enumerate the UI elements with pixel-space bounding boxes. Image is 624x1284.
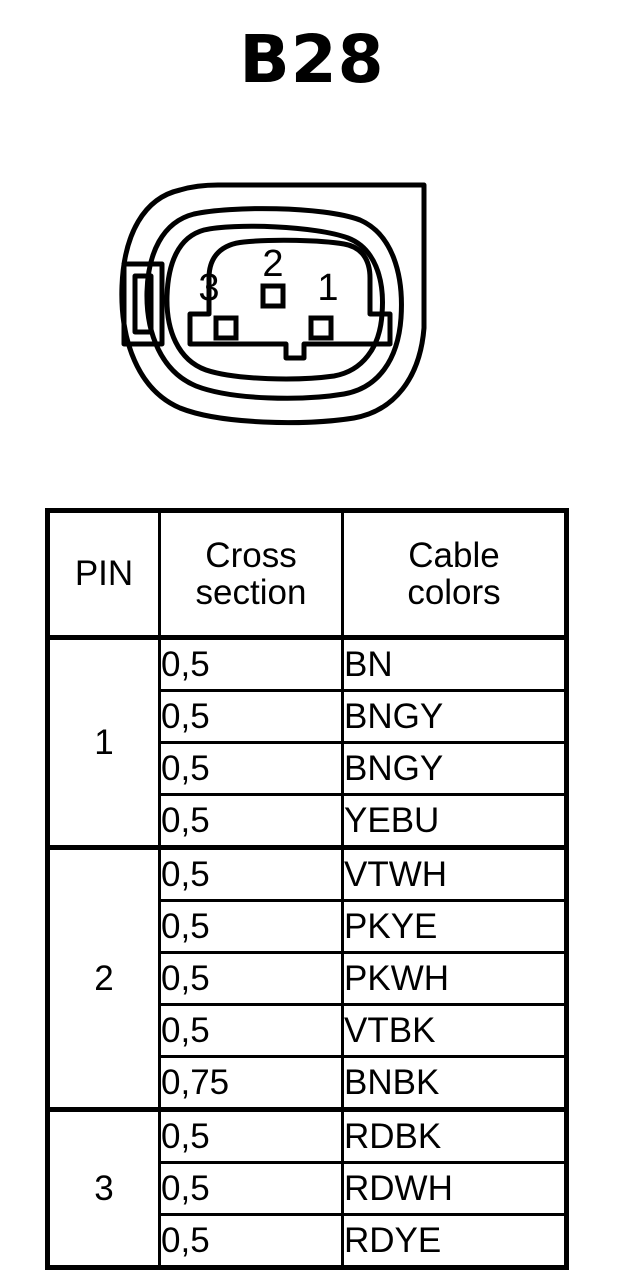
connector-latch-tab xyxy=(121,261,165,347)
header-cable-colors-line1: Cable xyxy=(408,535,500,575)
cross-section-cell: 0,5 xyxy=(158,845,344,902)
pin-number-cell: 1 xyxy=(46,635,161,849)
cable-color-cell: RDYE xyxy=(341,1213,568,1269)
cable-color-cell: RDWH xyxy=(341,1161,568,1216)
header-pin: PIN xyxy=(46,509,161,640)
cable-color-cell: RDBK xyxy=(341,1107,568,1164)
cable-color-cell: VTBK xyxy=(341,1003,568,1058)
table-header-row: PIN Cross section Cable colors xyxy=(46,509,568,640)
cable-color-cell: BNGY xyxy=(341,689,568,744)
connector-latch-slot xyxy=(132,273,154,335)
header-cross-section-line2: section xyxy=(195,573,307,612)
cross-section-cell: 0,5 xyxy=(158,635,344,692)
cross-section-cell: 0,5 xyxy=(158,1213,344,1269)
pin-hole-2 xyxy=(260,283,286,309)
pin-cavity xyxy=(187,237,393,361)
connector-middle-outline xyxy=(144,206,404,401)
cross-section-cell: 0,5 xyxy=(158,689,344,744)
cable-color-cell: BN xyxy=(341,635,568,692)
cross-section-cell: 0,5 xyxy=(158,899,344,954)
pin-number-cell: 3 xyxy=(46,1107,161,1269)
header-cross-section: Cross section xyxy=(158,509,344,640)
cross-section-cell: 0,5 xyxy=(158,1161,344,1216)
cable-color-cell: VTWH xyxy=(341,845,568,902)
header-cable-colors-line2: colors xyxy=(407,573,501,612)
header-cross-section-line1: Cross xyxy=(205,535,297,575)
cable-color-cell: YEBU xyxy=(341,793,568,849)
cross-section-cell: 0,5 xyxy=(158,793,344,849)
pin-label-2: 2 xyxy=(262,243,283,285)
pin-number-cell: 2 xyxy=(46,845,161,1111)
cross-section-cell: 0,5 xyxy=(158,951,344,1006)
cross-section-cell: 0,5 xyxy=(158,1107,344,1164)
pin-hole-1 xyxy=(308,315,334,341)
pin-hole-3 xyxy=(213,315,239,341)
pin-label-1: 1 xyxy=(317,267,338,309)
cable-color-cell: PKWH xyxy=(341,951,568,1006)
header-pin-label: PIN xyxy=(74,554,134,594)
cable-color-cell: PKYE xyxy=(341,899,568,954)
header-cable-colors: Cable colors xyxy=(341,509,568,640)
pin-label-3: 3 xyxy=(198,267,219,309)
connector-inner-outline xyxy=(164,223,385,382)
cross-section-cell: 0,75 xyxy=(158,1055,344,1111)
page-title: B28 xyxy=(239,21,385,98)
cross-section-cell: 0,5 xyxy=(158,1003,344,1058)
cross-section-cell: 0,5 xyxy=(158,741,344,796)
connector-drawing: 3 2 1 xyxy=(119,182,427,426)
connector-diagram: 3 2 1 xyxy=(108,168,438,438)
cable-color-cell: BNGY xyxy=(341,741,568,796)
cable-color-cell: BNBK xyxy=(341,1055,568,1111)
